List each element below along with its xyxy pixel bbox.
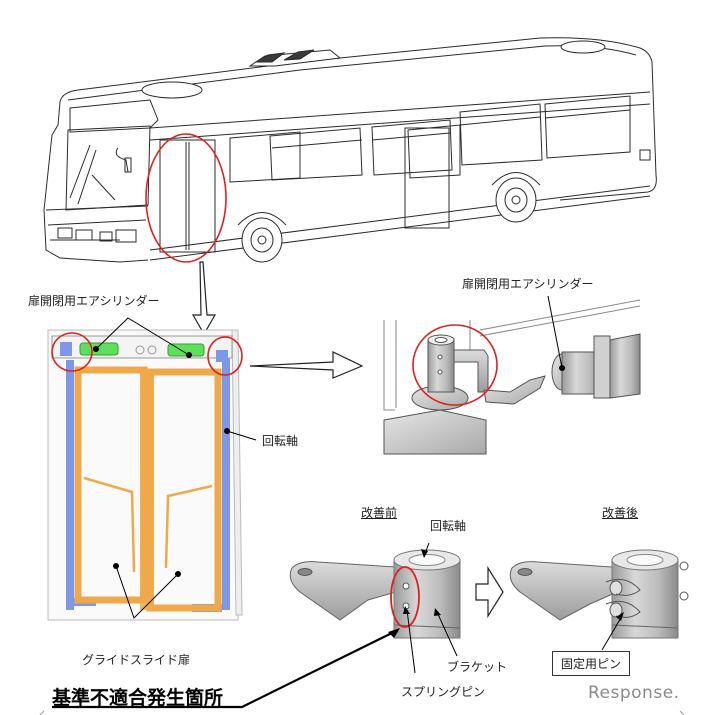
bus-illustration [43, 37, 657, 263]
label-before-improvement: 改善前 [361, 506, 398, 520]
highlight-circle-mechanism [412, 324, 498, 406]
highlight-circle-door-left [51, 332, 93, 372]
highlight-circle-bus-door [145, 133, 227, 263]
door-assembly [47, 329, 243, 621]
transition-arrow [475, 565, 504, 619]
bracket-before [289, 549, 461, 639]
response-watermark: Response. [588, 683, 680, 703]
leader-lines-parts [406, 542, 623, 674]
label-spring-pin: スプリングピン [401, 685, 486, 699]
label-after-improvement: 改善後 [602, 506, 639, 520]
leader-lines-door [95, 317, 257, 619]
label-fixing-pin: 固定用ピン [552, 651, 631, 676]
label-air-cylinder-right: 扉開閉用エアシリンダー [462, 277, 594, 291]
leader-line-mechanism [547, 295, 563, 369]
bracket-after [509, 549, 689, 639]
highlight-circle-spring-pin [390, 566, 420, 628]
label-rotation-shaft-door: 回転軸 [262, 434, 299, 448]
highlight-circle-door-right [207, 336, 243, 376]
label-bracket: ブラケット [447, 660, 508, 674]
label-rotation-shaft-part: 回転軸 [430, 519, 467, 533]
down-arrow [191, 261, 217, 336]
label-air-cylinder-left: 扉開閉用エアシリンダー [28, 294, 160, 308]
label-glide-slide-door: グライドスライド扉 [82, 653, 191, 667]
label-nonconformity-location: 基準不適合発生箇所 [52, 687, 224, 709]
nonconformity-arrow [52, 630, 397, 709]
right-arrow [249, 351, 364, 379]
mechanism-detail [383, 299, 641, 455]
